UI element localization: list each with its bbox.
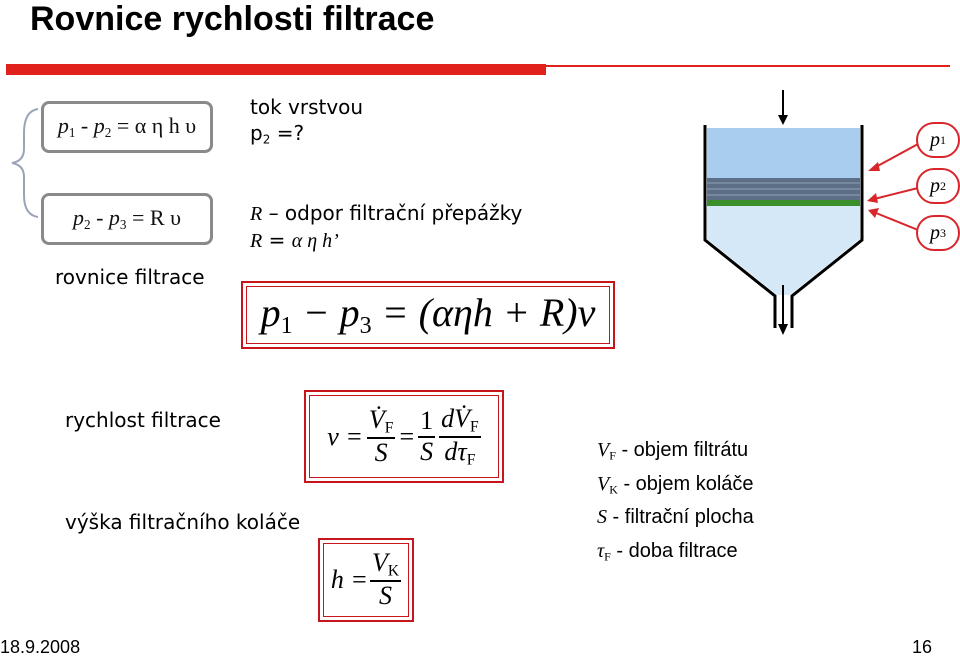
title-underline-line <box>546 65 950 67</box>
vessel-wall-right <box>790 125 864 328</box>
equation-box-top: p1 - p2 = α η h υ <box>41 101 213 153</box>
footer-date: 18.9.2008 <box>0 637 81 657</box>
liquid-layer <box>707 128 860 178</box>
legend-item: VF - objem filtrátu <box>597 439 749 463</box>
symbol-legend: VF - objem filtrátu VK - objem koláče S … <box>597 436 754 570</box>
pressure-arrows <box>867 143 919 231</box>
page-number: 16 <box>912 637 933 657</box>
equation-top: p1 - p2 = α η h υ <box>57 113 197 140</box>
outlet-arrow-head <box>778 324 788 335</box>
legend-item: τF - doba filtrace <box>597 539 738 564</box>
main-equation: p1 − p3 = (αηh + R)v <box>260 290 596 340</box>
filtrate-region <box>707 206 860 295</box>
vessel-wall-left <box>703 125 777 328</box>
page-title: Rovnice rychlosti filtrace <box>30 0 435 38</box>
flow-through-layer-text: tok vrstvou p2 =? <box>250 95 364 147</box>
equation-box-bottom: p2 - p3 = R υ <box>41 193 213 245</box>
main-equation-box: p1 − p3 = (αηh + R)v <box>241 281 615 349</box>
title-underline-bar <box>6 64 546 75</box>
filter-diagram <box>703 90 864 335</box>
inlet-arrow-head <box>778 115 788 125</box>
label-cake-height: výška filtračního koláče <box>65 510 301 534</box>
label-filtration-rate: rychlost filtrace <box>65 408 221 432</box>
curly-brace-icon <box>11 108 39 218</box>
equation-bottom: p2 - p3 = R υ <box>73 205 181 232</box>
resistance-definition: R – odpor filtrační přepážky RR = = α η … <box>250 201 523 252</box>
legend-item: S - filtrační plocha <box>597 506 754 529</box>
legend-item: VK - objem koláče <box>597 472 754 497</box>
label-filtration-equation: rovnice filtrace <box>55 265 205 289</box>
filter-mesh <box>707 200 860 206</box>
